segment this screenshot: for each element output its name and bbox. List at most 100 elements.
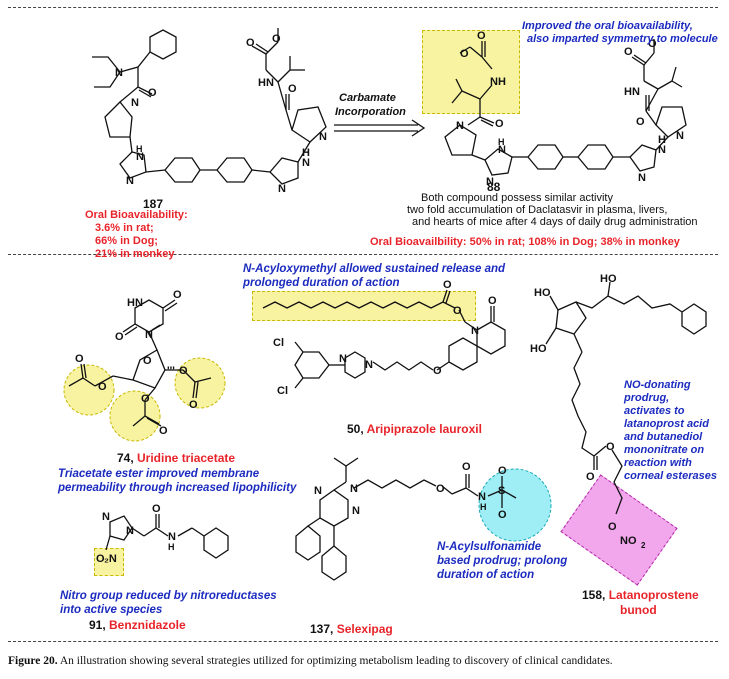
latanoprostene-note-4: and butanediol — [624, 431, 703, 443]
selexipag-label: 137, Selexipag — [310, 622, 393, 636]
figure-caption: Figure 20. An illustration showing sever… — [8, 655, 613, 667]
benznidazole-structure: N N O N H O ₂N — [96, 503, 229, 565]
svg-text:N: N — [658, 144, 666, 156]
svg-text:H: H — [136, 144, 143, 154]
svg-text:O: O — [606, 441, 615, 453]
svg-text:O: O — [75, 353, 84, 365]
svg-text:O: O — [115, 331, 124, 343]
uridine-number: 74, — [117, 451, 138, 465]
compound-88-bio: Oral Bioavailbility: 50% in rat; 108% in… — [370, 236, 680, 248]
figure-caption-text: An illustration showing several strategi… — [57, 655, 613, 667]
svg-text:N: N — [168, 531, 176, 543]
svg-text:N: N — [115, 67, 123, 79]
svg-text:N: N — [638, 172, 646, 184]
svg-text:N: N — [365, 359, 373, 371]
svg-text:O: O — [433, 365, 442, 377]
svg-text:O: O — [288, 83, 297, 95]
arrow-label-carbamate: Carbamate — [339, 92, 396, 104]
svg-text:HO: HO — [530, 343, 547, 355]
svg-text:O: O — [586, 471, 595, 483]
svg-text:O: O — [272, 33, 281, 45]
aripiprazole-structure: O O N O O N N Cl Cl — [262, 279, 506, 397]
latanoprostene-number: 158, — [582, 588, 609, 602]
svg-text:HO: HO — [600, 273, 617, 285]
uridine-label: 74, Uridine triacetate — [117, 451, 235, 465]
uridine-triacetate-structure: HN O O N O O O O O ''' O O — [63, 289, 226, 442]
carbamate-highlight-box — [422, 30, 520, 114]
svg-text:N: N — [136, 151, 144, 163]
svg-text:O: O — [453, 305, 462, 317]
svg-text:O: O — [477, 30, 486, 42]
top-divider — [8, 7, 718, 8]
svg-text:O: O — [488, 295, 497, 307]
uridine-note-2: permeability through increased lipophili… — [58, 482, 297, 494]
selexipag-structure: N O O N H S O O N N — [295, 457, 552, 581]
compound-88-desc-1: Both compound possess similar activity — [421, 192, 613, 204]
svg-text:N: N — [145, 329, 153, 341]
uridine-name: Uridine triacetate — [137, 451, 236, 465]
benznidazole-label: 91, Benznidazole — [89, 618, 186, 632]
svg-text:2: 2 — [641, 541, 646, 550]
nitro-highlight-box — [94, 548, 124, 576]
svg-text:O: O — [189, 399, 198, 411]
compound-88-number: 88 — [487, 180, 501, 194]
latanoprostene-structure: HO HO HO O O O NO 2 — [530, 273, 707, 550]
svg-text:N: N — [350, 483, 358, 495]
aripiprazole-note-1: N-Acyloxymethyl allowed sustained releas… — [243, 263, 506, 275]
svg-text:H: H — [302, 147, 310, 159]
svg-text:N: N — [314, 485, 322, 497]
svg-text:N: N — [486, 176, 494, 188]
svg-text:N: N — [319, 131, 327, 143]
svg-text:N: N — [302, 157, 310, 169]
figure-caption-label: Figure 20. — [8, 655, 58, 667]
svg-text:N: N — [131, 97, 139, 109]
compound-187-bio-title: Oral Bioavailability: — [85, 209, 188, 221]
selexipag-note-3: duration of action — [437, 569, 535, 581]
svg-text:N: N — [102, 511, 110, 523]
reaction-arrow — [334, 119, 426, 137]
latanoprostene-note-3: latanoprost acid — [624, 418, 709, 430]
svg-text:₂N: ₂N — [104, 553, 117, 565]
svg-text:H: H — [658, 134, 666, 146]
mid-divider — [8, 254, 718, 255]
svg-text:N: N — [278, 183, 286, 195]
compound-187-structure: N O N N H N H N N N O HN O O — [92, 28, 327, 195]
svg-text:O: O — [148, 87, 157, 99]
latanoprostene-note-0: NO-donating — [624, 379, 691, 391]
svg-text:O: O — [173, 289, 182, 301]
bottom-divider — [8, 641, 718, 642]
benznidazole-note-2: into active species — [60, 604, 163, 616]
aripiprazole-name: Aripiprazole lauroxil — [366, 422, 482, 436]
svg-text:O: O — [159, 425, 168, 437]
svg-text:N: N — [478, 491, 486, 503]
svg-text:O: O — [648, 38, 657, 50]
svg-text:H: H — [498, 137, 505, 147]
svg-text:N: N — [352, 505, 360, 517]
svg-text:O: O — [246, 37, 255, 49]
svg-text:O: O — [460, 48, 469, 60]
compound-187-bio-monkey: 21% in monkey — [95, 248, 175, 260]
benznidazole-number: 91, — [89, 618, 110, 632]
svg-text:Cl: Cl — [273, 337, 284, 349]
svg-text:O: O — [179, 365, 188, 377]
svg-text:O: O — [143, 355, 152, 367]
aripiprazole-note-2: prolonged duration of action — [243, 277, 400, 289]
svg-text:N: N — [126, 175, 134, 187]
compound-88-desc-3: and hearts of mice after 4 days of daily… — [412, 216, 698, 228]
svg-text:N: N — [676, 130, 684, 142]
aripiprazole-number: 50, — [347, 422, 367, 436]
selexipag-note-1: N-Acylsulfonamide — [437, 541, 542, 553]
svg-text:O: O — [443, 279, 452, 291]
selexipag-note-2: based prodrug; prolong — [437, 555, 568, 567]
svg-text:Cl: Cl — [277, 385, 288, 397]
benznidazole-name: Benznidazole — [109, 618, 186, 632]
svg-text:O: O — [624, 46, 633, 58]
svg-text:O: O — [98, 381, 107, 393]
svg-text:O: O — [96, 553, 105, 565]
latanoprostene-note-1: prodrug, — [624, 392, 670, 404]
svg-text:O: O — [152, 503, 161, 515]
svg-text:O: O — [141, 393, 150, 405]
svg-text:O: O — [436, 483, 445, 495]
compound-88-note-1: Improved the oral bioavailability, — [522, 20, 693, 32]
svg-text:O: O — [498, 465, 507, 477]
